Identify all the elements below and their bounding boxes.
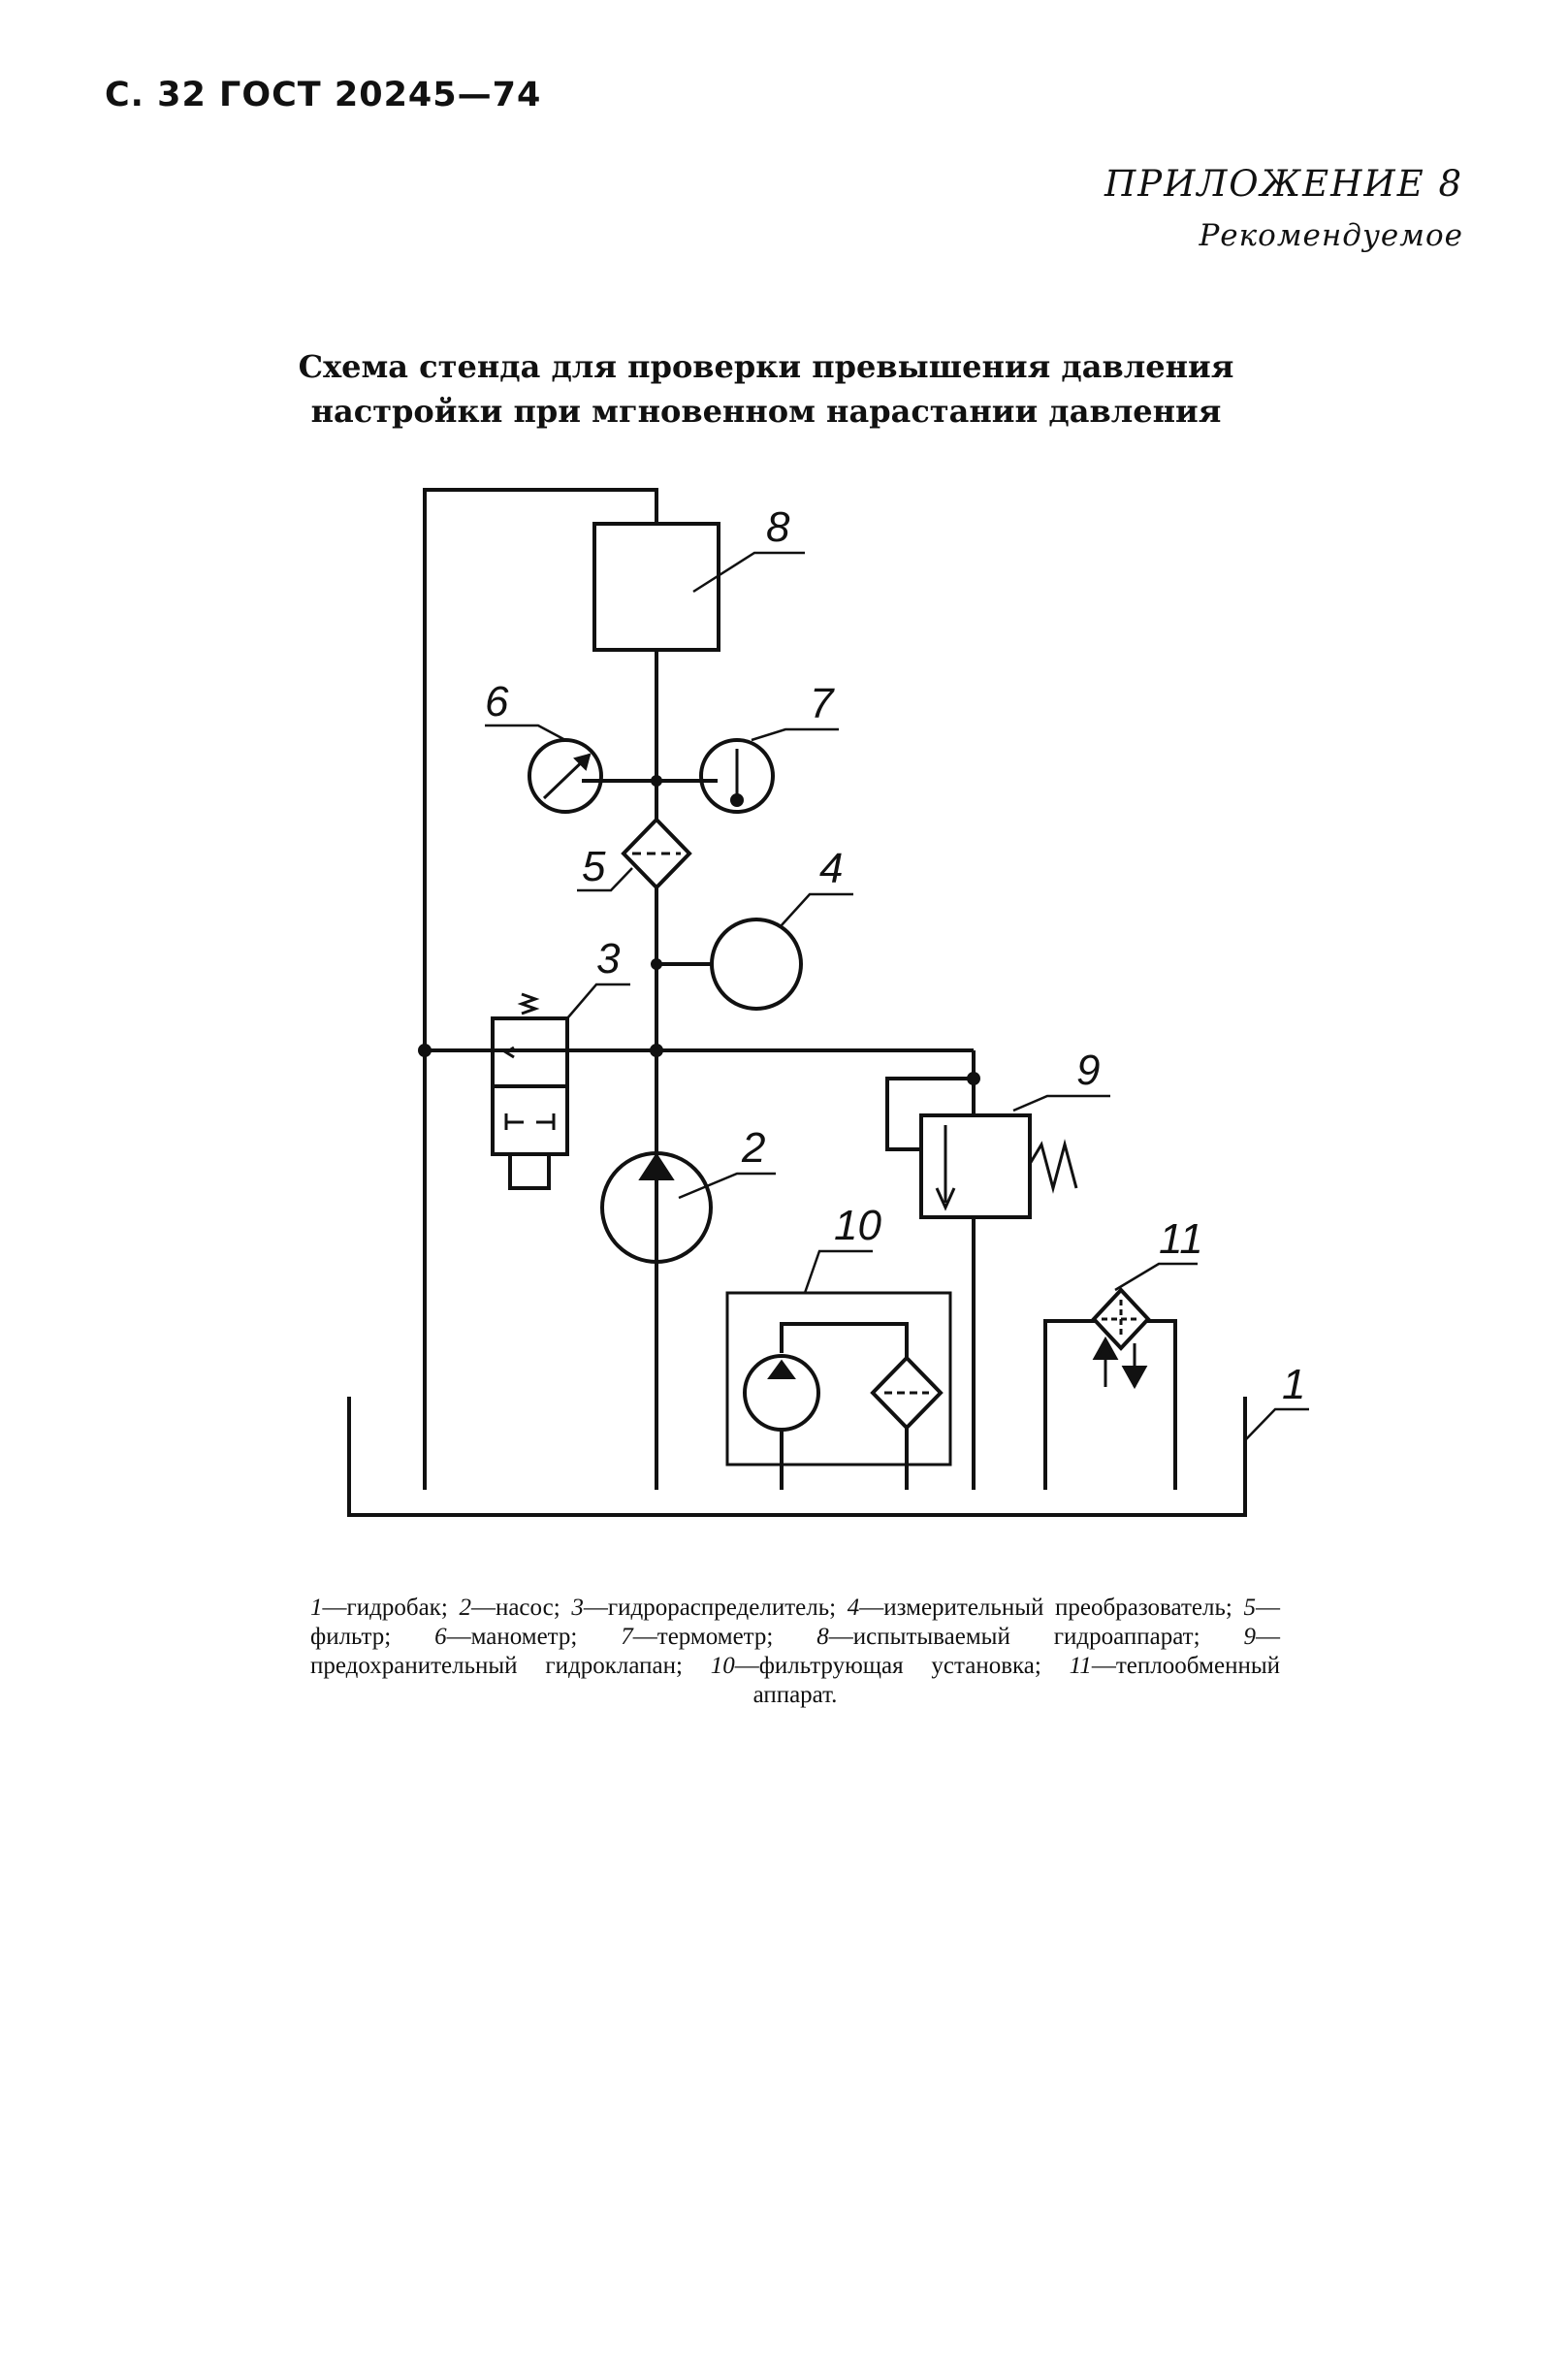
legend-text-8: —испытываемый гидроаппарат; <box>828 1624 1244 1650</box>
return-line-left <box>423 488 658 1490</box>
label-3: 3 <box>596 935 621 983</box>
hydraulic-schematic: 8 6 7 5 4 3 9 2 10 11 1 <box>347 488 1309 1517</box>
legend-num-3: 3 <box>571 1595 584 1621</box>
legend-num-1: 1 <box>310 1595 323 1621</box>
legend: 1—гидробак; 2—насос; 3—гидрораспределите… <box>310 1594 1280 1710</box>
relief-valve-9 <box>919 1113 1032 1219</box>
label-11: 11 <box>1159 1215 1203 1263</box>
heat-exchanger-11 <box>1091 1287 1151 1351</box>
legend-num-6: 6 <box>434 1624 447 1650</box>
legend-text-9: —предохранительный гидроклапан; <box>310 1624 1280 1679</box>
label-10: 10 <box>834 1202 881 1249</box>
label-5: 5 <box>582 843 606 890</box>
label-7: 7 <box>810 680 835 727</box>
legend-text-7: —термометр; <box>632 1624 817 1650</box>
page-reference: С. 32 ГОСТ 20245—74 <box>105 76 542 114</box>
label-2: 2 <box>741 1124 765 1172</box>
legend-text-3: —гидрораспределитель; <box>583 1595 848 1621</box>
node-dot <box>651 775 662 787</box>
solenoid <box>508 1152 551 1190</box>
label-8: 8 <box>766 503 790 551</box>
legend-text-10: —фильтрующая установка; <box>734 1653 1070 1679</box>
legend-num-9: 9 <box>1243 1624 1256 1650</box>
thermometer-7 <box>699 738 775 814</box>
legend-num-2: 2 <box>459 1595 471 1621</box>
tank <box>347 1397 1247 1517</box>
figure-title-line1: Схема стенда для проверки превышения дав… <box>298 348 1234 385</box>
appendix-title: ПРИЛОЖЕНИЕ 8 <box>1104 163 1463 205</box>
legend-text-11: —теплообменный аппарат. <box>752 1653 1281 1708</box>
figure-title-line2: настройки при мгновенном нарастании давл… <box>310 393 1222 430</box>
label-1: 1 <box>1282 1361 1305 1408</box>
filter-5 <box>621 817 692 890</box>
legend-text-2: —насос; <box>470 1595 572 1621</box>
filtering-unit-10 <box>725 1291 952 1467</box>
legend-text-1: —гидробак; <box>322 1595 460 1621</box>
legend-text-6: —манометр; <box>446 1624 622 1650</box>
figure-title: Схема стенда для проверки превышения дав… <box>291 344 1241 434</box>
label-4: 4 <box>819 845 843 892</box>
legend-num-8: 8 <box>816 1624 829 1650</box>
appendix-subtitle: Рекомендуемое <box>1199 218 1463 253</box>
legend-text-5: —фильтр; <box>310 1595 1280 1650</box>
appendix-block: ПРИЛОЖЕНИЕ 8 Рекомендуемое <box>1104 163 1463 253</box>
legend-text-4: —измерительный преобразователь; <box>859 1595 1244 1621</box>
label-9: 9 <box>1076 1047 1100 1094</box>
legend-num-11: 11 <box>1069 1653 1092 1679</box>
filter-10 <box>870 1355 944 1431</box>
legend-num-10: 10 <box>710 1653 735 1679</box>
label-6: 6 <box>485 678 509 725</box>
transducer-4 <box>710 918 803 1011</box>
legend-num-4: 4 <box>847 1595 860 1621</box>
legend-num-7: 7 <box>621 1624 633 1650</box>
legend-num-5: 5 <box>1243 1595 1257 1621</box>
